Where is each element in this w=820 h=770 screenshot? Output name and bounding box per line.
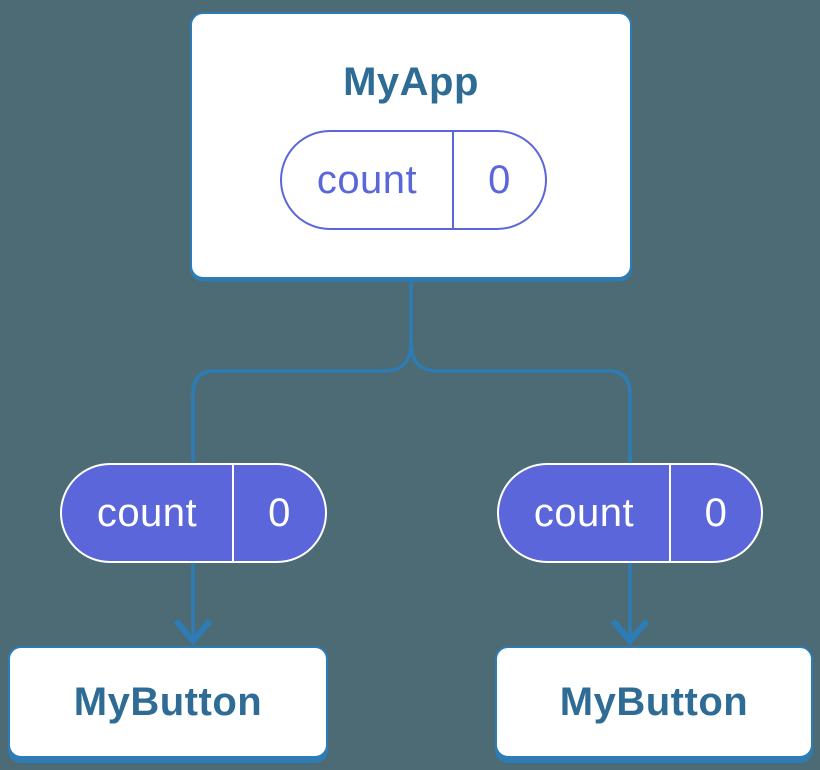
arrow-down-right-icon bbox=[610, 619, 650, 646]
child-card-title: MyButton bbox=[73, 679, 263, 724]
child-card-right: MyButton bbox=[495, 646, 813, 758]
state-key-label: count bbox=[316, 157, 418, 202]
state-key-label: count bbox=[96, 490, 198, 535]
state-value-label: 0 bbox=[669, 465, 761, 561]
state-key-label: count bbox=[533, 490, 635, 535]
branch-left-line bbox=[191, 342, 413, 638]
edge-state-pill-right: count 0 bbox=[497, 463, 763, 563]
root-card-title: MyApp bbox=[343, 60, 479, 104]
edge-state-pill-left: count 0 bbox=[60, 463, 327, 563]
branch-right-line bbox=[409, 342, 632, 638]
state-value-label: 0 bbox=[232, 465, 325, 561]
arrow-down-left-icon bbox=[173, 619, 213, 646]
root-state-pill: count 0 bbox=[280, 130, 547, 230]
state-value-label: 0 bbox=[452, 132, 545, 228]
child-card-left: MyButton bbox=[8, 646, 328, 758]
child-card-title: MyButton bbox=[559, 679, 749, 724]
